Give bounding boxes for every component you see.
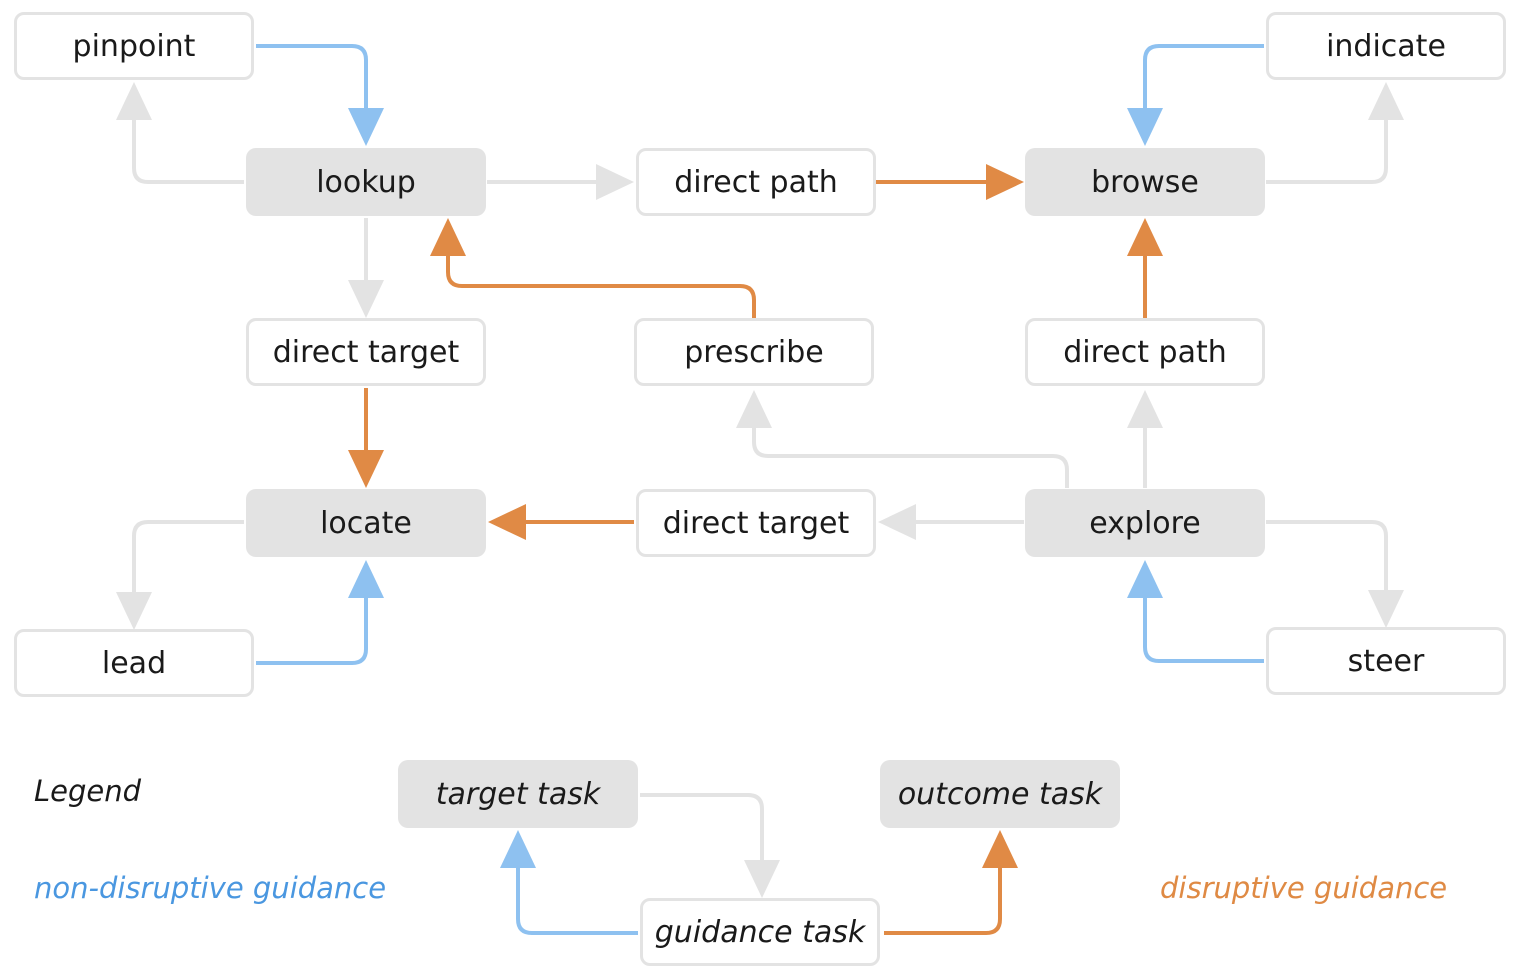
arrowhead-locate-right [488, 504, 526, 540]
arrowhead-lead [116, 592, 152, 630]
arrowhead-pinpoint [116, 82, 152, 120]
edge-legend-guidance-outcome [884, 866, 1002, 935]
edge-lookup-pinpoint [132, 118, 244, 184]
edge-explore-steer [1266, 520, 1388, 592]
arrowhead-browse [1127, 108, 1163, 146]
arrowhead-indicate [1368, 82, 1404, 120]
arrowhead-lookup [348, 108, 384, 146]
arrowhead-locate-top [348, 450, 384, 488]
arrowhead-browse-bottom [1127, 218, 1163, 256]
edge-steer-explore [1143, 596, 1264, 663]
arrowhead-direct-target-left [348, 280, 384, 318]
node-direct-path-top: direct path [636, 148, 876, 216]
arrowhead-prescribe [736, 390, 772, 428]
legend-disruptive: disruptive guidance [1160, 871, 1448, 905]
node-lead: lead [14, 629, 254, 697]
arrowhead-direct-target-mid [878, 504, 916, 540]
arrowhead-locate [348, 560, 384, 598]
arrowhead-legend-target [500, 830, 536, 868]
edge-legend-guidance-target [516, 866, 638, 935]
node-locate: locate [246, 489, 486, 557]
edge-lead-locate [256, 596, 368, 665]
legend-title: Legend [34, 774, 142, 808]
arrowhead-steer [1368, 590, 1404, 628]
edge-indicate-browse [1143, 44, 1264, 110]
edge-locate-lead [132, 520, 244, 594]
node-lookup: lookup [246, 148, 486, 216]
arrowhead-lookup-bottom [430, 218, 466, 256]
node-direct-target-mid: direct target [636, 489, 876, 557]
edge-browse-indicate [1266, 118, 1388, 184]
arrowhead-legend-guidance [744, 860, 780, 898]
node-steer: steer [1266, 627, 1506, 695]
legend-outcome-task: outcome task [880, 760, 1120, 828]
edge-legend-target-guidance [640, 793, 764, 862]
legend-target-task: target task [398, 760, 638, 828]
node-prescribe: prescribe [634, 318, 874, 386]
edge-explore-prescribe [752, 426, 1069, 488]
node-pinpoint: pinpoint [14, 12, 254, 80]
edge-pinpoint-lookup [256, 44, 368, 110]
node-browse: browse [1025, 148, 1265, 216]
node-direct-path-right: direct path [1025, 318, 1265, 386]
arrowhead-browse-left [986, 164, 1024, 200]
node-indicate: indicate [1266, 12, 1506, 80]
node-explore: explore [1025, 489, 1265, 557]
arrowhead-direct-path-right [1127, 390, 1163, 428]
legend-guidance-task: guidance task [640, 898, 880, 966]
arrowhead-explore [1127, 560, 1163, 598]
arrowhead-direct-path-top [596, 164, 634, 200]
arrowhead-legend-outcome [982, 830, 1018, 868]
legend-non-disruptive: non-disruptive guidance [34, 871, 387, 905]
edge-prescribe-lookup [446, 254, 756, 318]
node-direct-target-left: direct target [246, 318, 486, 386]
